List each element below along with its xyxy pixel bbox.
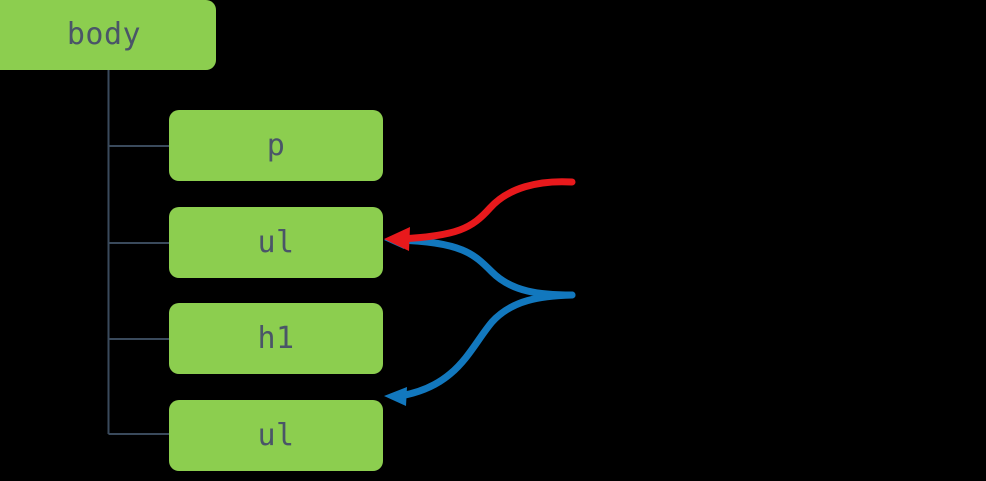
tree-node-body[interactable]: body: [0, 0, 216, 70]
blue-arrowhead-lower: [384, 387, 407, 406]
tree-node-label: ul: [257, 417, 295, 453]
tree-node-h1[interactable]: h1: [169, 303, 383, 374]
tree-node-label: ul: [257, 224, 295, 260]
red-arrow-path: [396, 178, 576, 243]
tree-node-ul-second[interactable]: ul: [169, 400, 383, 471]
red-arrowhead: [384, 227, 410, 251]
blue-arrow-upper-branch: [394, 236, 576, 299]
tree-node-p[interactable]: p: [169, 110, 383, 181]
tree-node-ul-first[interactable]: ul: [169, 207, 383, 278]
tree-node-label: h1: [257, 320, 295, 356]
tree-node-label: p: [266, 127, 286, 163]
blue-arrow-lower-branch: [396, 291, 576, 400]
red-arrow: [384, 178, 576, 251]
tree-node-label: body: [66, 17, 142, 52]
blue-forked-arrow: [384, 231, 576, 406]
blue-arrowhead-upper: [384, 231, 406, 249]
